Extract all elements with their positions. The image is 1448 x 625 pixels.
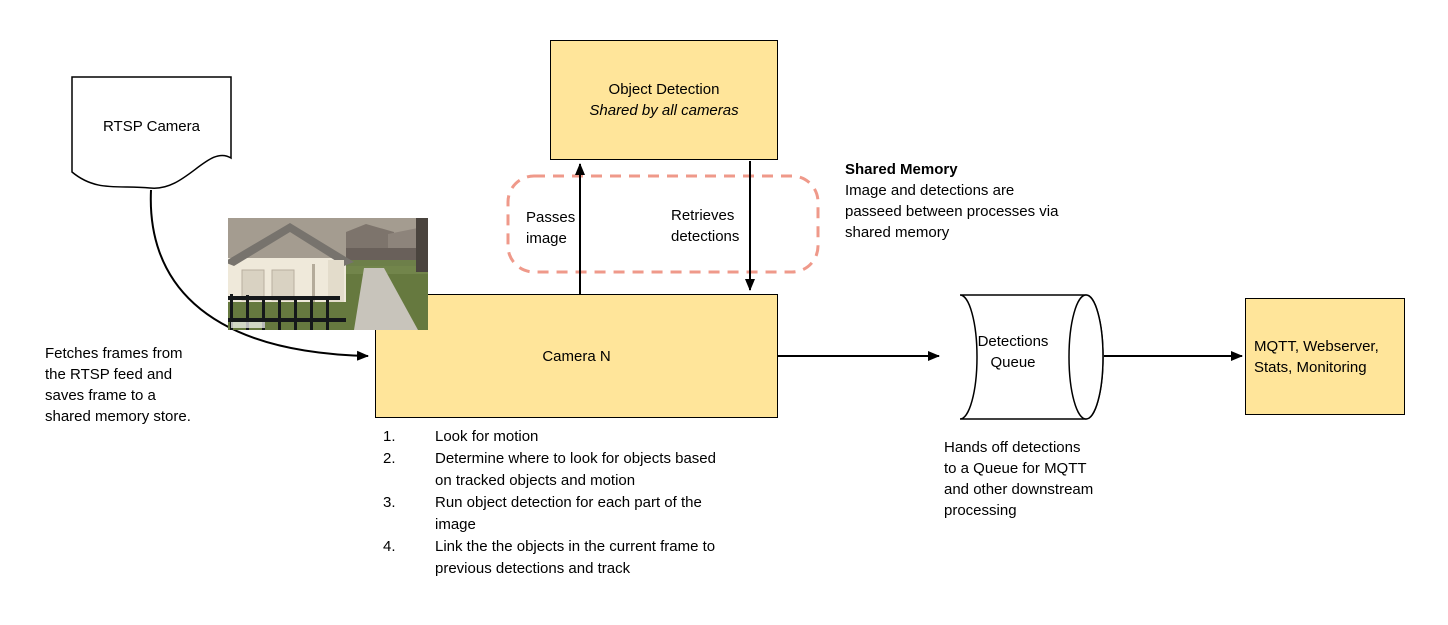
camera-step: 1. Look for motion — [383, 426, 793, 448]
camera-step-text: Determine where to look for objects base… — [435, 450, 716, 489]
object-detection-title: Object Detection — [608, 81, 720, 98]
detections-queue-cap — [1068, 294, 1104, 420]
object-detection-subtitle: Shared by all cameras — [589, 102, 739, 119]
rtsp-camera-label: RTSP Camera — [103, 118, 200, 135]
shared-memory-note: Shared Memory Image and detections are p… — [845, 159, 1061, 243]
camera-step-text: Link the the objects in the current fram… — [435, 538, 716, 577]
camera-step-number: 3. — [383, 494, 396, 511]
camera-step-number: 2. — [383, 450, 396, 467]
camera-step: 4. Link the the objects in the current f… — [383, 536, 793, 580]
camera-snapshot-art — [228, 218, 428, 330]
retrieves-detections-label: Retrieves detections — [671, 207, 740, 245]
shared-memory-note-title: Shared Memory — [845, 161, 958, 178]
detections-queue-label: Detections Queue — [977, 333, 1049, 371]
camera-step-text: Run object detection for each part of th… — [435, 494, 702, 533]
camera-snapshot-image — [228, 218, 428, 330]
object-detection-node: Object Detection Shared by all cameras — [550, 40, 778, 160]
passes-image-label: Passes image — [526, 209, 576, 247]
queue-handoff-note: Hands off detections to a Queue for MQTT… — [944, 439, 1094, 519]
camera-n-label: Camera N — [542, 347, 611, 365]
shared-memory-note-body: Image and detections are passeed between… — [845, 182, 1059, 241]
outputs-node: MQTT, Webserver, Stats, Monitoring — [1245, 298, 1405, 415]
outputs-label: MQTT, Webserver, Stats, Monitoring — [1254, 337, 1379, 376]
camera-step-number: 1. — [383, 428, 396, 445]
camera-steps-list: 1. Look for motion 2. Determine where to… — [383, 426, 793, 580]
camera-step: 2. Determine where to look for objects b… — [383, 448, 793, 492]
camera-n-node: Camera N — [375, 294, 778, 418]
camera-step-text: Look for motion — [435, 428, 539, 445]
camera-step: 3. Run object detection for each part of… — [383, 492, 793, 536]
fetch-frames-note: Fetches frames from the RTSP feed and sa… — [45, 345, 191, 425]
camera-step-number: 4. — [383, 538, 396, 555]
